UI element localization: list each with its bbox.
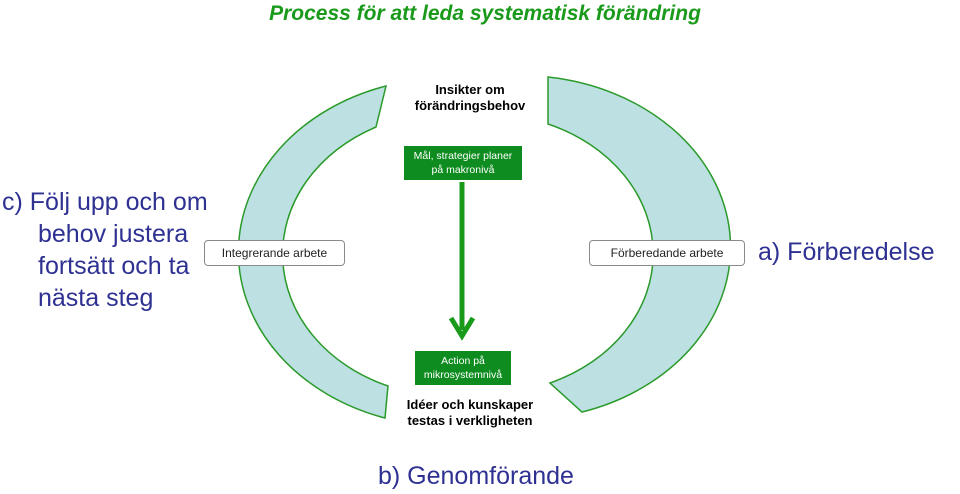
micro-action-line: Action på	[441, 355, 485, 367]
macro-goals-box: Mål, strategier planer på makronivå	[404, 146, 522, 180]
integrating-work-box: Integrerande arbete	[204, 240, 345, 266]
phase-c-follow-up: c) Följ upp och om behov justera fortsät…	[2, 186, 208, 314]
phase-b-implementation: b) Genomförande	[378, 462, 574, 490]
micro-action-box: Action på mikrosystemnivå	[415, 351, 511, 385]
top-label-line: Insikter om	[435, 82, 505, 97]
bottom-label-line: Idéer och kunskaper	[406, 397, 534, 412]
preparatory-work-box: Förberedande arbete	[589, 240, 745, 266]
bottom-label-line: testas i verkligheten	[407, 413, 533, 428]
macro-goals-line: Mål, strategier planer	[413, 150, 513, 162]
top-label-line: förändringsbehov	[414, 98, 526, 113]
top-label: Insikter om förändringsbehov	[395, 82, 545, 114]
page-title: Process för att leda systematisk förändr…	[269, 2, 701, 25]
bottom-label: Idéer och kunskaper testas i verklighete…	[395, 397, 545, 429]
phase-c-line: c) Följ upp och om	[2, 188, 208, 216]
left-arc	[237, 84, 389, 419]
right-arc	[547, 76, 732, 413]
phase-a-preparation: a) Förberedelse	[758, 238, 935, 266]
phase-c-line: nästa steg	[38, 284, 154, 312]
micro-action-line: mikrosystemnivå	[423, 369, 503, 381]
phase-c-line: behov justera	[38, 220, 189, 248]
phase-c-line: fortsätt och ta	[38, 252, 190, 280]
center-arrow-head	[448, 316, 476, 341]
macro-goals-line: på makronivå	[431, 164, 495, 176]
